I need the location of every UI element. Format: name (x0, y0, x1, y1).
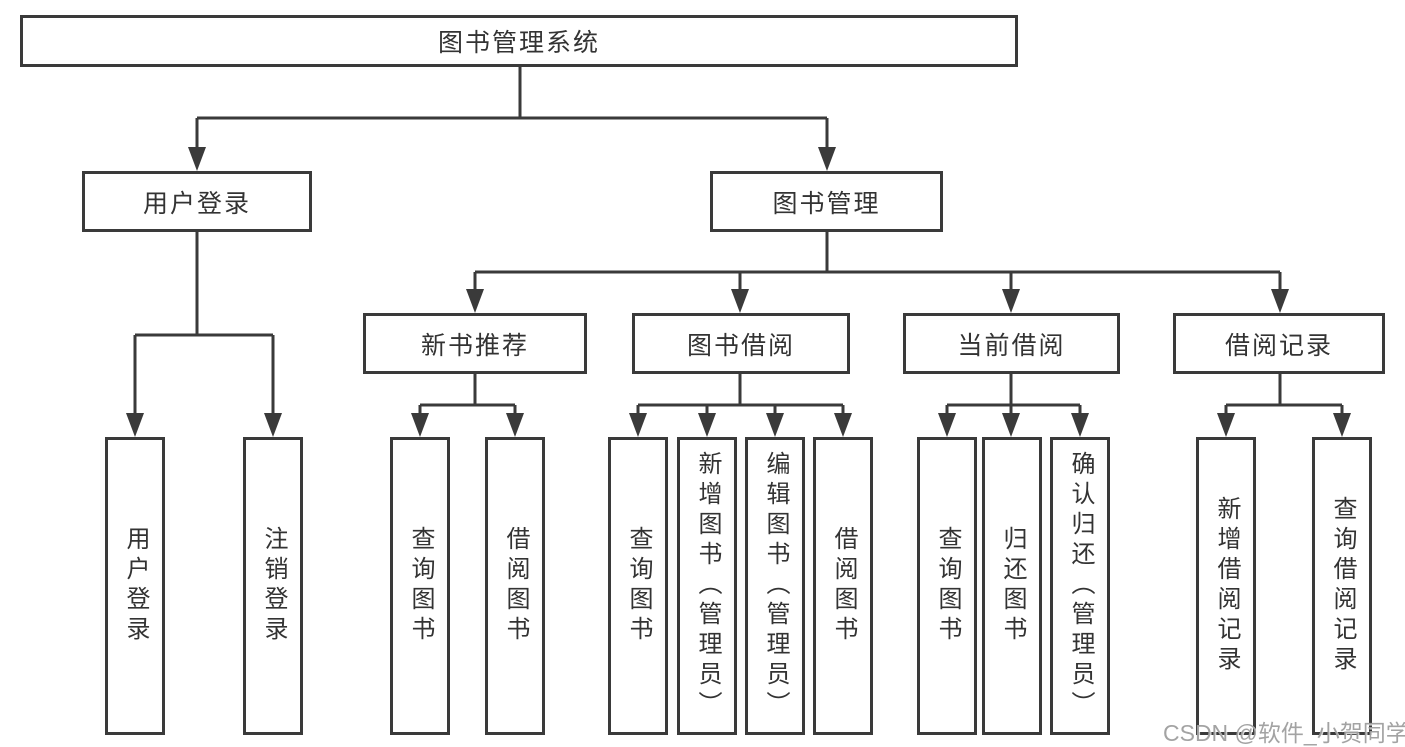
leaf-logout-label: 注销登录 (260, 526, 287, 646)
arrow-down-icon (1333, 413, 1351, 437)
leaf-borrow-edit-book-admin: 编辑图书（管理员） (745, 437, 805, 735)
node-new-book-recommend: 新书推荐 (363, 313, 587, 374)
node-user-login-label: 用户登录 (142, 189, 251, 218)
leaf-recommend-borrow-book-label: 借阅图书 (502, 526, 529, 646)
leaf-borrow-borrow-book-label: 借阅图书 (830, 526, 857, 646)
node-borrow-record: 借阅记录 (1173, 313, 1385, 374)
arrow-down-icon (126, 413, 144, 437)
arrow-down-icon (834, 413, 852, 437)
leaf-current-return-book-label: 归还图书 (999, 526, 1026, 646)
node-root-label: 图书管理系统 (437, 29, 600, 57)
node-user-login: 用户登录 (82, 171, 312, 232)
arrow-down-icon (1071, 413, 1089, 437)
leaf-borrow-borrow-book: 借阅图书 (813, 437, 873, 735)
arrow-down-icon (818, 147, 836, 171)
leaf-borrow-edit-book-admin-label: 编辑图书（管理员） (762, 451, 789, 721)
node-book-management: 图书管理 (710, 171, 943, 232)
leaf-current-query-book: 查询图书 (917, 437, 977, 735)
leaf-record-add-record-label: 新增借阅记录 (1213, 496, 1240, 676)
leaf-current-return-book: 归还图书 (982, 437, 1042, 735)
leaf-user-login: 用户登录 (105, 437, 165, 735)
leaf-record-add-record: 新增借阅记录 (1196, 437, 1256, 735)
leaf-recommend-query-book: 查询图书 (390, 437, 450, 735)
leaf-record-query-record-label: 查询借阅记录 (1329, 496, 1356, 676)
arrow-down-icon (731, 289, 749, 313)
arrow-down-icon (1217, 413, 1235, 437)
leaf-borrow-add-book-admin-label: 新增图书（管理员） (694, 451, 721, 721)
arrow-down-icon (938, 413, 956, 437)
node-borrow-record-label: 借阅记录 (1224, 331, 1333, 360)
arrow-down-icon (698, 413, 716, 437)
node-book-management-label: 图书管理 (772, 189, 881, 218)
arrowhead-icons (126, 147, 1351, 437)
arrow-down-icon (264, 413, 282, 437)
leaf-user-login-label: 用户登录 (122, 526, 149, 646)
leaf-recommend-query-book-label: 查询图书 (407, 526, 434, 646)
arrow-down-icon (629, 413, 647, 437)
arrow-down-icon (188, 147, 206, 171)
leaf-record-query-record: 查询借阅记录 (1312, 437, 1372, 735)
arrow-down-icon (1002, 289, 1020, 313)
node-new-book-recommend-label: 新书推荐 (420, 331, 529, 360)
leaf-recommend-borrow-book: 借阅图书 (485, 437, 545, 735)
arrow-down-icon (1002, 413, 1020, 437)
arrow-down-icon (466, 289, 484, 313)
node-book-borrow: 图书借阅 (632, 313, 850, 374)
leaf-borrow-query-book-label: 查询图书 (625, 526, 652, 646)
node-current-borrow-label: 当前借阅 (957, 331, 1066, 360)
leaf-current-confirm-return-admin: 确认归还（管理员） (1050, 437, 1110, 735)
leaf-borrow-query-book: 查询图书 (608, 437, 668, 735)
arrow-down-icon (411, 413, 429, 437)
arrow-down-icon (766, 413, 784, 437)
node-current-borrow: 当前借阅 (903, 313, 1120, 374)
node-book-borrow-label: 图书借阅 (686, 331, 795, 360)
leaf-current-confirm-return-admin-label: 确认归还（管理员） (1067, 451, 1094, 721)
leaf-current-query-book-label: 查询图书 (934, 526, 961, 646)
node-root: 图书管理系统 (20, 15, 1018, 67)
csdn-watermark: CSDN @软件_小贺同学 (1163, 720, 1405, 746)
arrow-down-icon (1271, 289, 1289, 313)
leaf-logout: 注销登录 (243, 437, 303, 735)
arrow-down-icon (506, 413, 524, 437)
leaf-borrow-add-book-admin: 新增图书（管理员） (677, 437, 737, 735)
